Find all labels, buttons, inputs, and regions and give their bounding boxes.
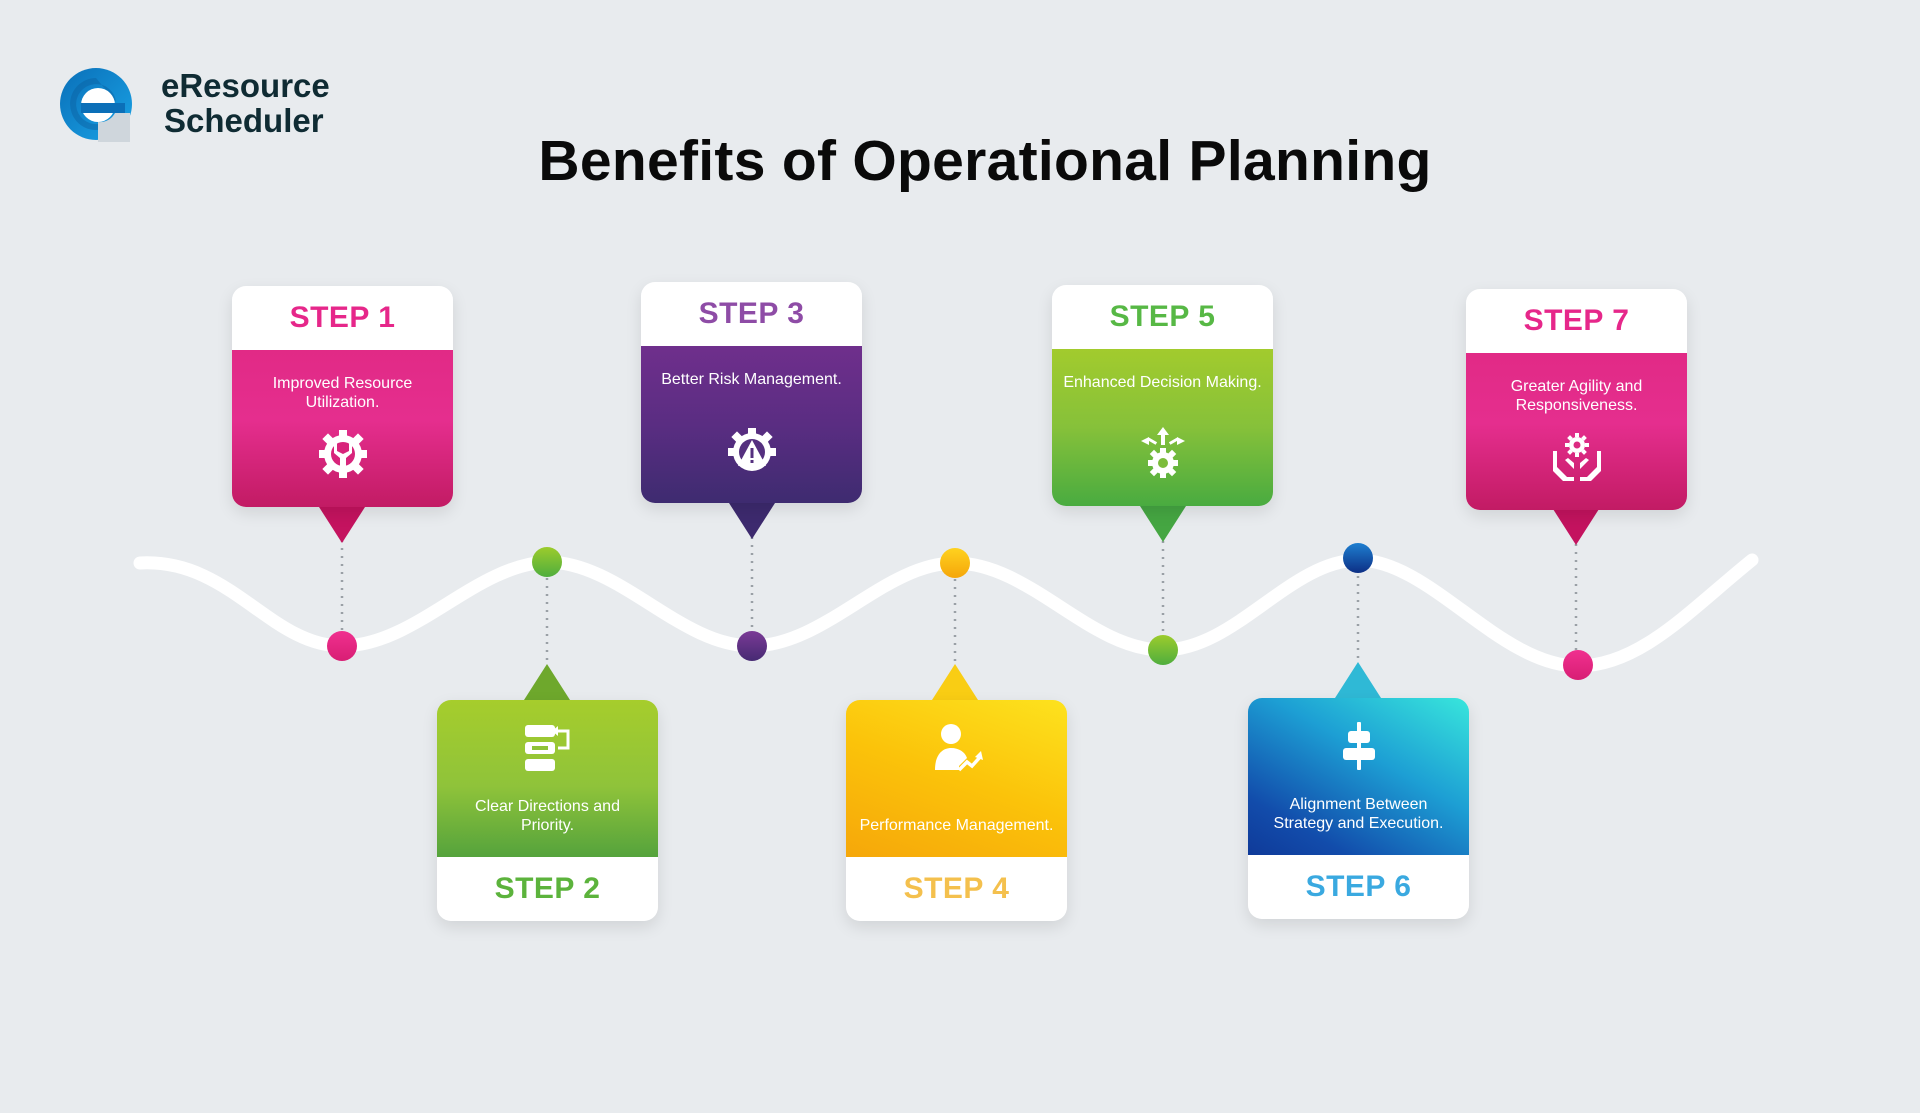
step-body: Performance Management. xyxy=(846,700,1067,857)
pointer-step-3 xyxy=(729,503,775,539)
brand-name-line2: Scheduler xyxy=(164,102,324,139)
step-card-6: Alignment Between Strategy and Execution… xyxy=(1248,698,1469,919)
step-label: STEP 2 xyxy=(437,857,658,921)
step-text: Clear Directions and Priority. xyxy=(475,798,620,834)
step-body: Better Risk Management. xyxy=(641,346,862,503)
wave-line xyxy=(133,553,1759,673)
brand-logo: eResource Scheduler xyxy=(58,66,358,146)
brand-name-line1: eResource xyxy=(161,67,330,104)
step-body: Clear Directions and Priority. xyxy=(437,700,658,857)
center-align-icon xyxy=(1342,722,1375,770)
step-text: Enhanced Decision Making. xyxy=(1063,374,1262,391)
step-body: Improved Resource Utilization. xyxy=(232,350,453,507)
step-text: Performance Management. xyxy=(859,817,1054,834)
step-card-5: STEP 5 Enhanced Decision Making. xyxy=(1052,285,1273,506)
pointer-step-4 xyxy=(932,664,978,700)
timeline-dot-step-2 xyxy=(532,547,562,577)
pointer-step-5 xyxy=(1140,506,1186,542)
step-label: STEP 7 xyxy=(1466,289,1687,353)
eresource-logo-icon xyxy=(60,68,132,142)
timeline-dot-step-4 xyxy=(940,548,970,578)
wrench-gear-icon xyxy=(318,430,367,478)
step-text: Greater Agility and Responsiveness. xyxy=(1510,378,1643,414)
hands-gear-icon xyxy=(1552,433,1601,481)
step-card-3: STEP 3 Better Risk Management. xyxy=(641,282,862,503)
step-card-2: Clear Directions and Priority. STEP 2 xyxy=(437,700,658,921)
pointer-step-7 xyxy=(1553,509,1599,545)
risk-warning-gear-icon xyxy=(727,428,776,471)
person-growth-icon xyxy=(934,724,983,772)
step-card-4: Performance Management. STEP 4 xyxy=(846,700,1067,921)
step-body: Enhanced Decision Making. xyxy=(1052,349,1273,506)
flowchart-icon xyxy=(524,725,569,771)
step-text: Better Risk Management. xyxy=(661,371,842,388)
step-label: STEP 5 xyxy=(1052,285,1273,349)
step-label: STEP 6 xyxy=(1248,855,1469,919)
step-body: Alignment Between Strategy and Execution… xyxy=(1248,698,1469,855)
step-label: STEP 1 xyxy=(232,286,453,350)
pointer-step-6 xyxy=(1335,662,1381,698)
step-body: Greater Agility and Responsiveness. xyxy=(1466,353,1687,510)
step-text: Alignment Between Strategy and Execution… xyxy=(1273,796,1444,832)
step-card-1: STEP 1 Improved Resource Utilization. xyxy=(232,286,453,507)
pointer-step-2 xyxy=(524,664,570,700)
step-text: Improved Resource Utilization. xyxy=(272,375,413,411)
timeline-dot-step-1 xyxy=(327,631,357,661)
timeline-dot-step-5 xyxy=(1148,635,1178,665)
step-label: STEP 3 xyxy=(641,282,862,346)
page-title: Benefits of Operational Planning xyxy=(538,129,1432,193)
timeline-dot-step-3 xyxy=(737,631,767,661)
pointer-step-1 xyxy=(319,507,365,543)
gear-arrows-icon xyxy=(1140,427,1185,478)
step-label: STEP 4 xyxy=(846,857,1067,921)
timeline-dot-step-7 xyxy=(1563,650,1593,680)
timeline-dot-step-6 xyxy=(1343,543,1373,573)
step-card-7: STEP 7 Greater Agility and Responsivenes… xyxy=(1466,289,1687,510)
